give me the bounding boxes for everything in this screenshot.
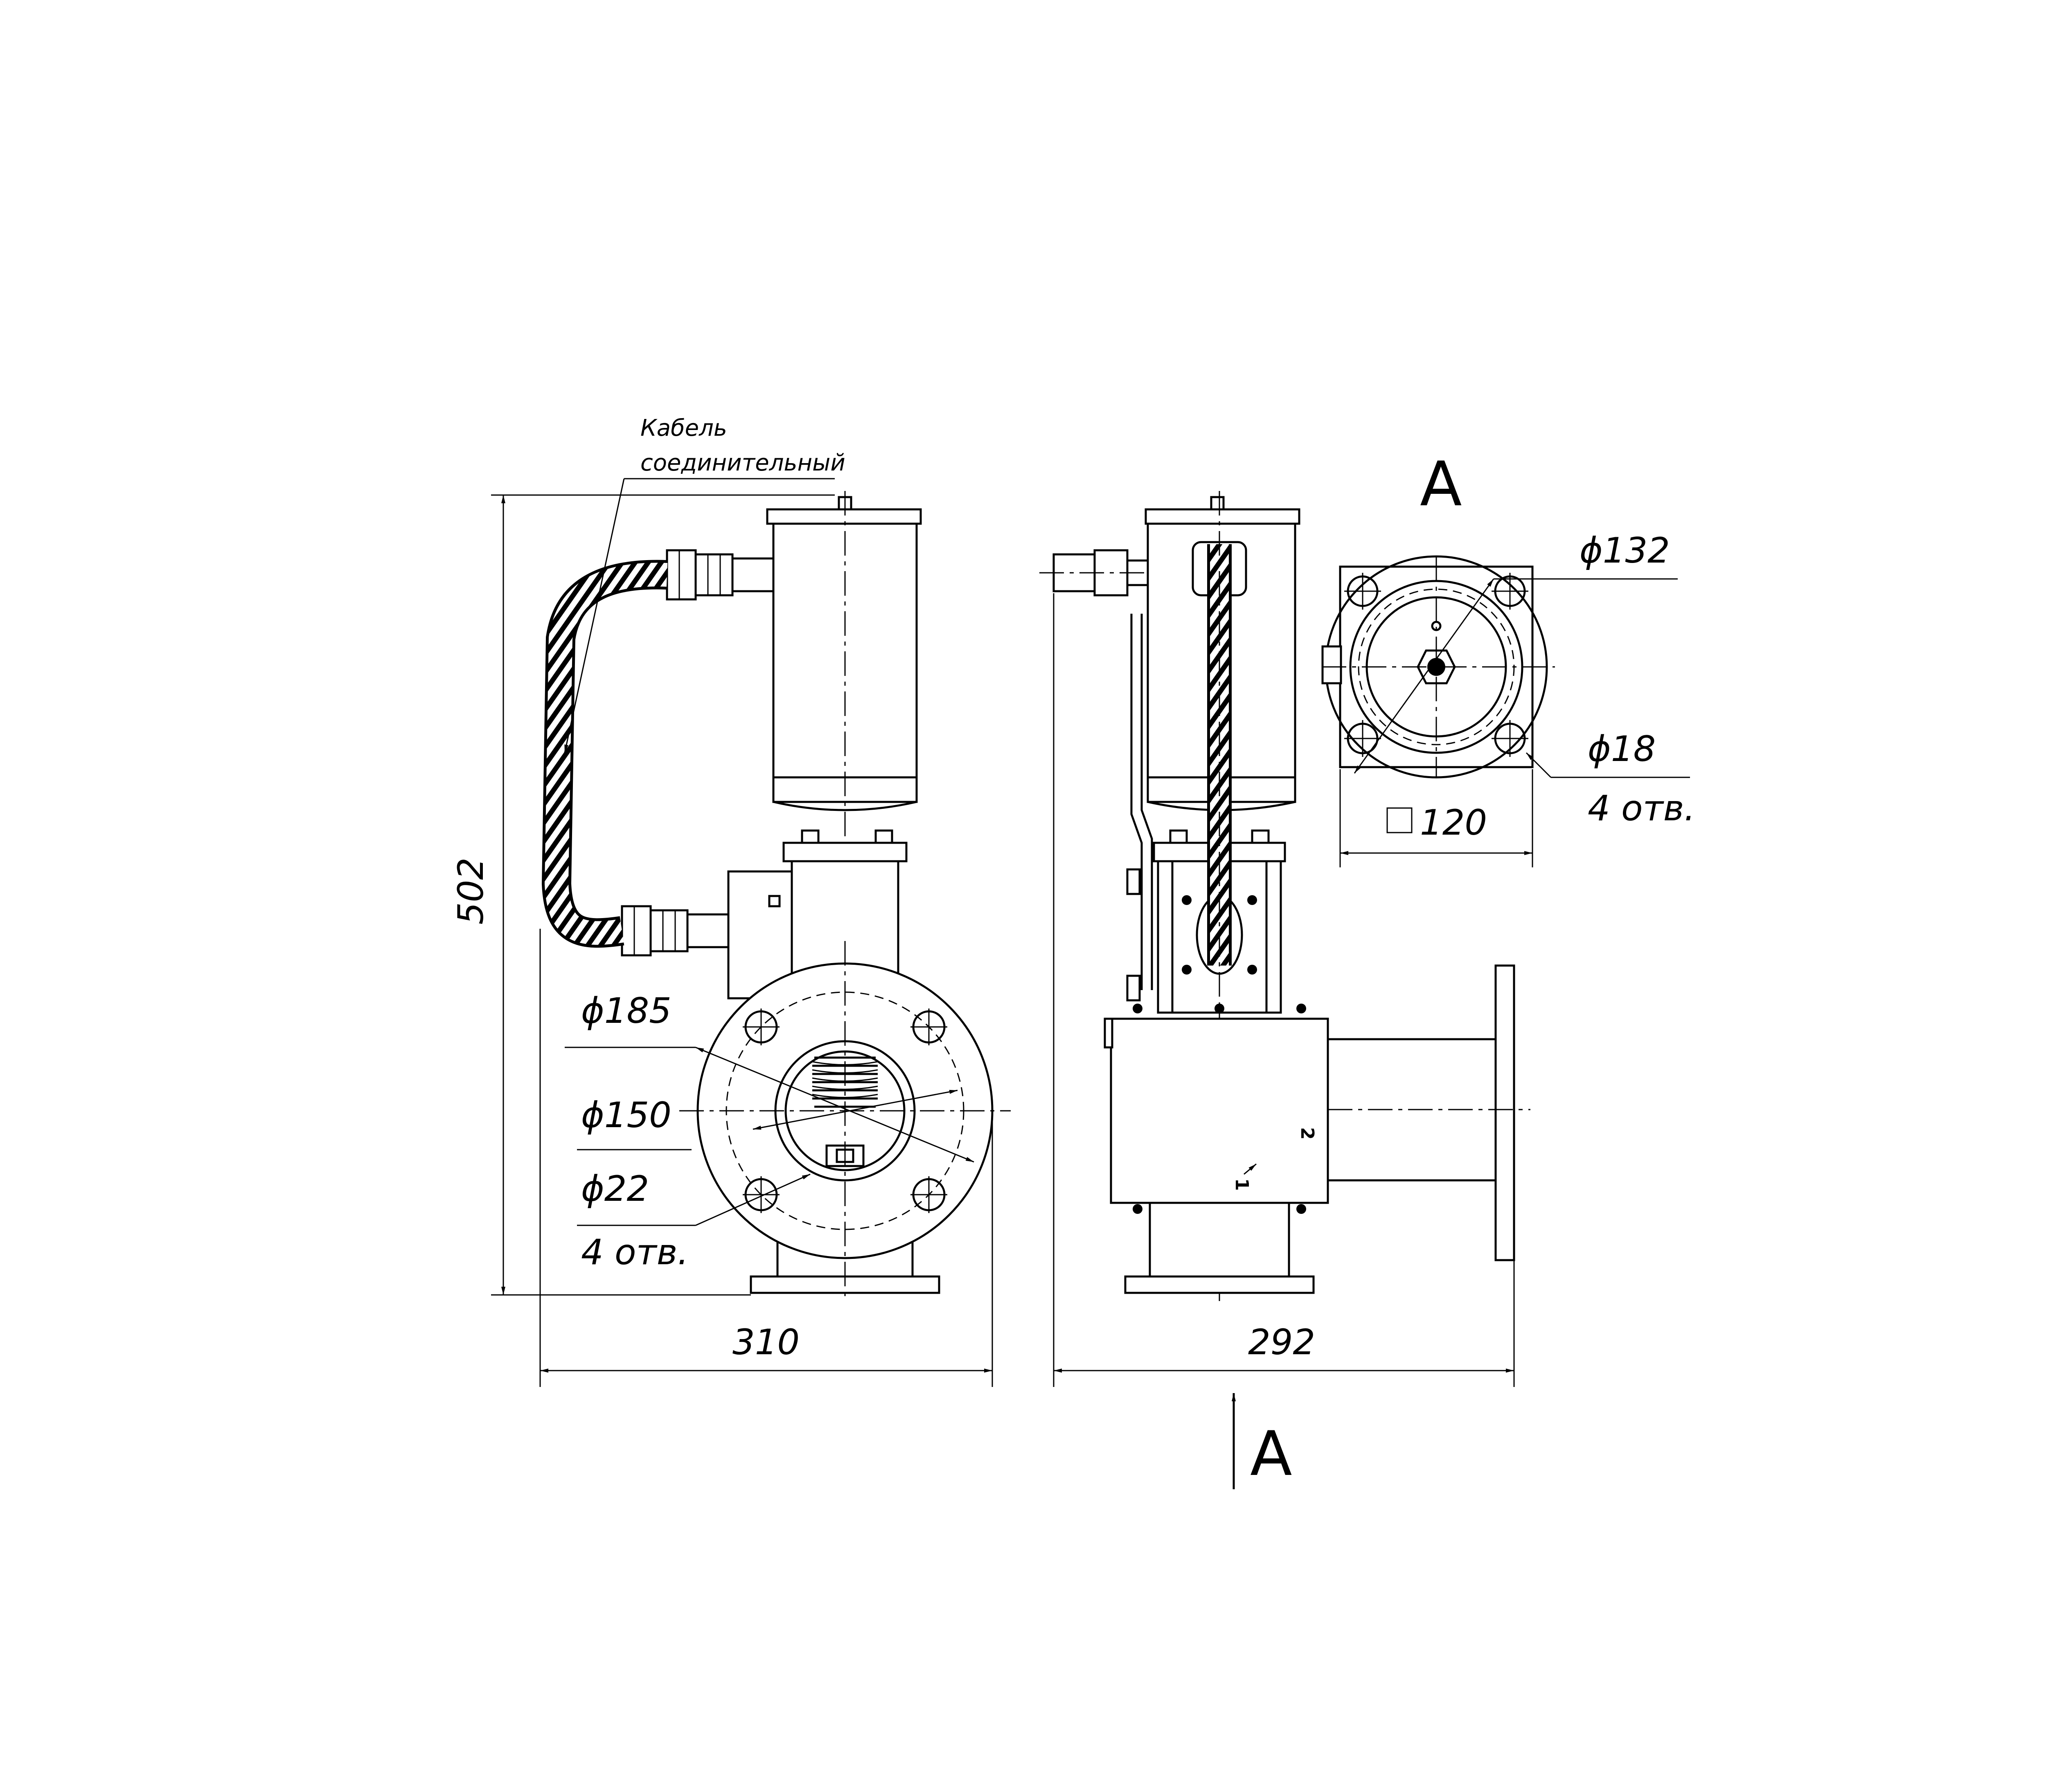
flow-mark-1: 1: [1231, 1178, 1252, 1191]
cable-note-line2: соединительный: [640, 450, 845, 476]
view-a-holes-count: 4 отв.: [1588, 788, 1695, 829]
side-view: 2 1 292 А: [1039, 491, 1530, 1490]
cable-note-line1: Кабель: [640, 415, 727, 441]
flow-mark-2: 2: [1297, 1127, 1318, 1140]
front-view: ϕ185 ϕ150 ϕ22 4 отв. 502 310 Кабель соед…: [451, 415, 1011, 1387]
view-a: А ϕ132 ϕ18 4 отв. 120: [1321, 449, 1695, 867]
side-width-dim: 292: [1248, 1322, 1315, 1363]
view-a-arrow-label: А: [1250, 1418, 1292, 1490]
flange-bolt-holes: [743, 1009, 947, 1213]
view-a-square-dim: 120: [1420, 802, 1487, 843]
front-d-bore: ϕ150: [581, 1095, 671, 1136]
front-d-bolt-circle: ϕ185: [581, 991, 671, 1031]
front-width-dim: 310: [732, 1322, 800, 1363]
view-a-title: А: [1420, 449, 1462, 520]
front-holes-count: 4 отв.: [581, 1232, 689, 1273]
front-height-dim: 502: [451, 858, 491, 925]
view-a-d-bolt-circle: ϕ132: [1580, 530, 1670, 571]
front-d-holes: ϕ22: [581, 1168, 649, 1209]
view-a-d-holes: ϕ18: [1588, 729, 1656, 770]
